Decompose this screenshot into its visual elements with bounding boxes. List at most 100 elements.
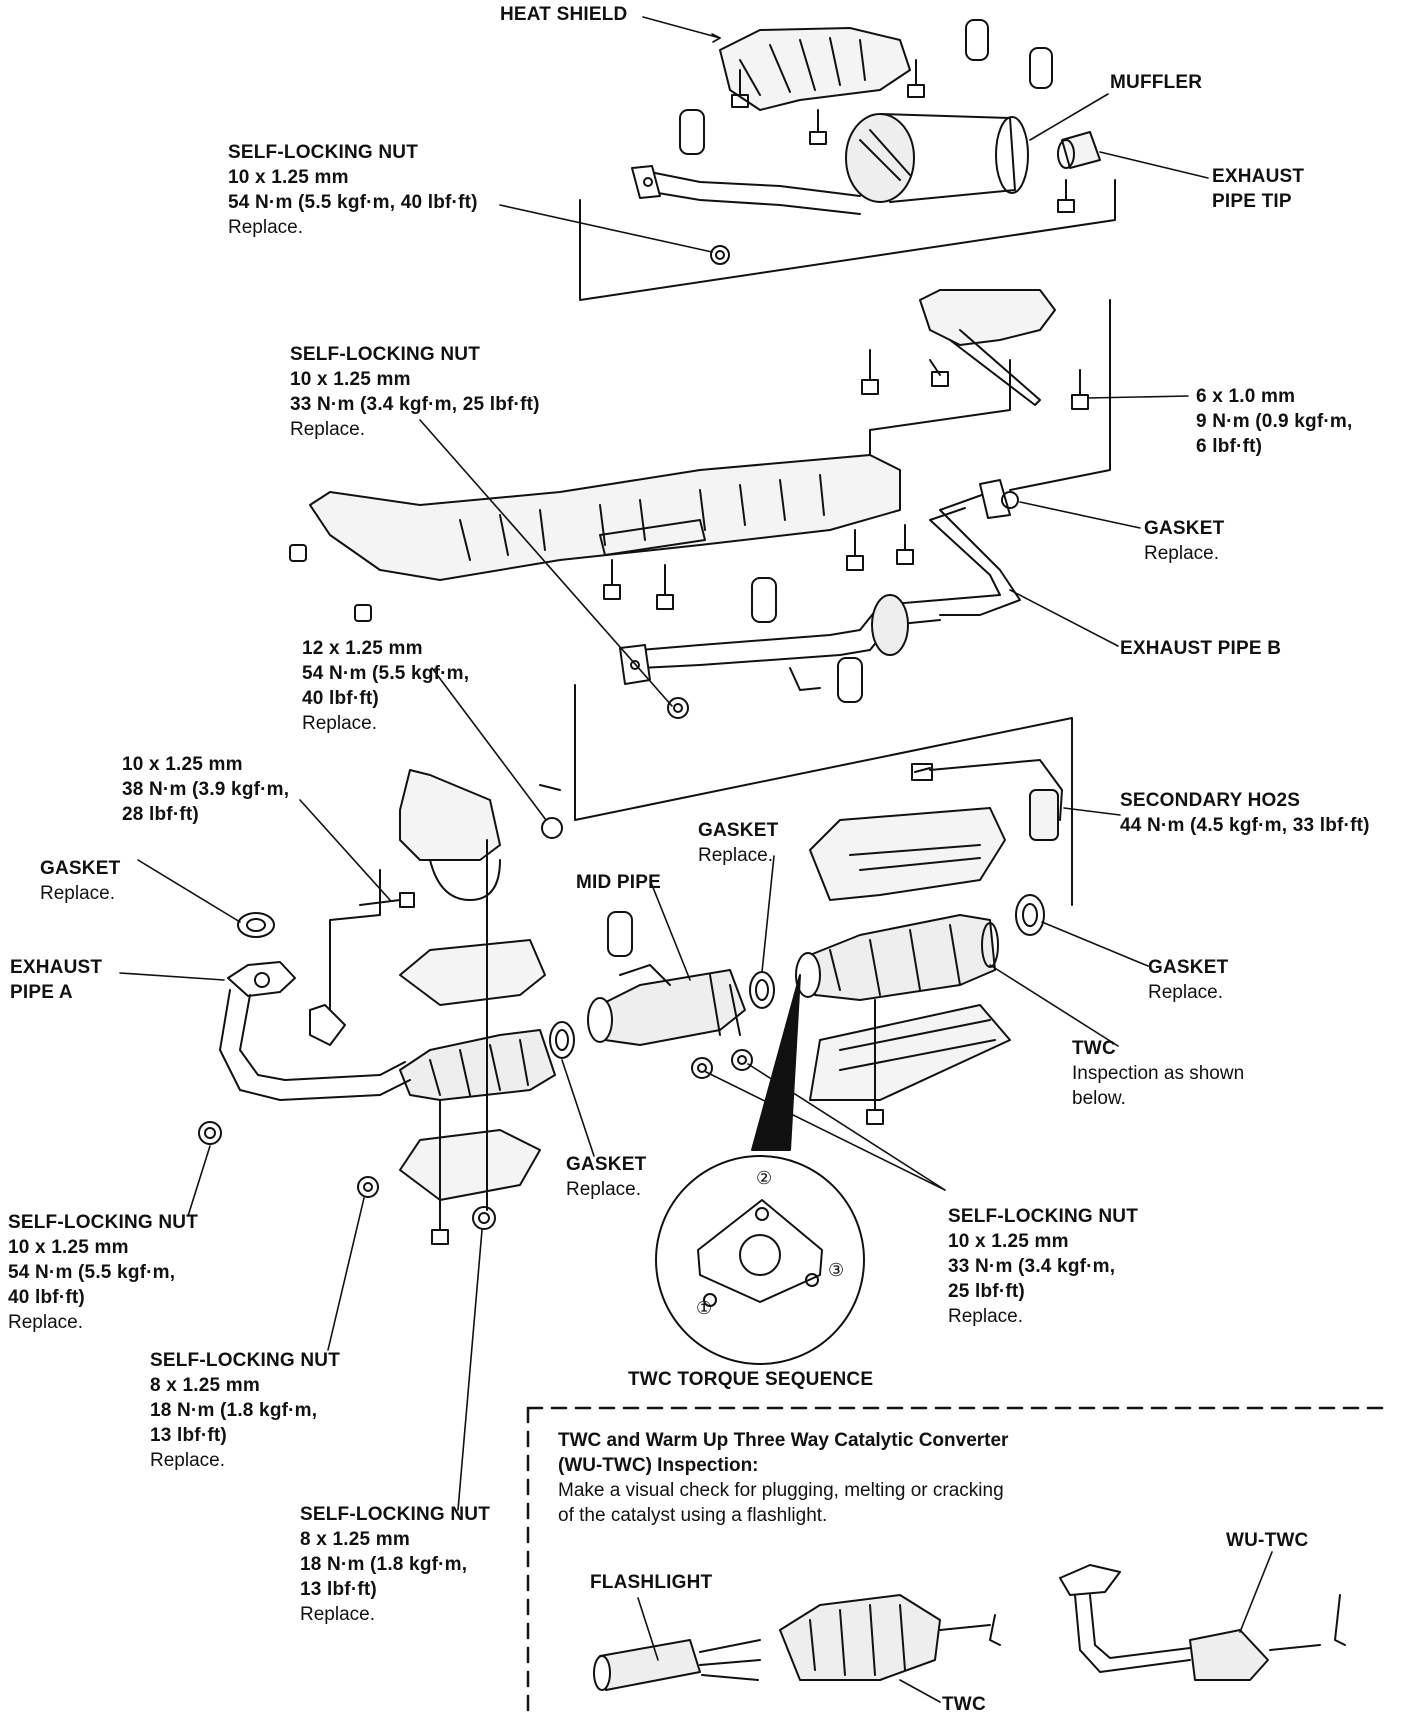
twc-note-line2: below. — [1072, 1088, 1126, 1109]
nut-8-a-size: 8 x 1.25 mm — [150, 1375, 260, 1396]
label-nut-lower-left: SELF-LOCKING NUT 10 x 1.25 mm 54 N·m (5.… — [8, 1210, 198, 1335]
nut-mid-size: 10 x 1.25 mm — [290, 369, 411, 390]
bolt-10-38-torque: 38 N·m (3.9 kgf·m, — [122, 779, 290, 800]
bracket-line-top — [579, 179, 1116, 301]
bolt-6x1-torque: 9 N·m (0.9 kgf·m, — [1196, 411, 1353, 432]
label-exhaust-pipe-a: EXHAUST PIPE A — [10, 955, 102, 1005]
nut-8-b-torque-lbf: 13 lbf·ft) — [300, 1579, 377, 1600]
secondary-ho2s — [911, 759, 1063, 841]
label-bolt-12: 12 x 1.25 mm 54 N·m (5.5 kgf·m, 40 lbf·f… — [302, 636, 469, 736]
mid-pipe — [587, 964, 746, 1046]
secondary-ho2s-torque: 44 N·m (4.5 kgf·m, 33 lbf·ft) — [1120, 815, 1370, 836]
bolt-6x1-torque-lbf: 6 lbf·ft) — [1196, 436, 1263, 457]
lower-twc-heat-shield — [809, 1004, 1011, 1101]
twc-note-line1: Inspection as shown — [1072, 1063, 1245, 1084]
label-gasket-mid: GASKET Replace. — [698, 818, 778, 868]
flashlight-illustration — [593, 1639, 761, 1691]
top-bolts — [710, 59, 1075, 265]
label-exhaust-pipe-b: EXHAUST PIPE B — [1120, 636, 1281, 661]
inspection-title-line2: (WU-TWC) Inspection: — [558, 1455, 759, 1476]
exhaust-pipe-a-line1: EXHAUST — [10, 957, 103, 978]
inspection-box-frame — [526, 1406, 1394, 1720]
label-secondary-ho2s: SECONDARY HO2S 44 N·m (4.5 kgf·m, 33 lbf… — [1120, 788, 1370, 838]
nut-8-b-title: SELF-LOCKING NUT — [300, 1504, 491, 1525]
inspection-body-line1: Make a visual check for plugging, meltin… — [558, 1480, 1004, 1501]
nut-top-size: 10 x 1.25 mm — [228, 167, 349, 188]
upper-twc-heat-shield — [809, 807, 1006, 901]
gasket-lower-note: Replace. — [566, 1179, 641, 1200]
gasket-b-title: GASKET — [1144, 518, 1225, 539]
sequence-number-3: ③ — [828, 1260, 845, 1280]
label-bolt-10-38: 10 x 1.25 mm 38 N·m (3.9 kgf·m, 28 lbf·f… — [122, 752, 289, 827]
inspection-body-line2: of the catalyst using a flashlight. — [558, 1505, 828, 1526]
main-shield-bolts — [289, 524, 914, 622]
bolt-12-size: 12 x 1.25 mm — [302, 638, 423, 659]
nut-8-a-torque-lbf: 13 lbf·ft) — [150, 1425, 227, 1446]
heat-shield-title: HEAT SHIELD — [500, 4, 628, 25]
muffler-inlet-pipe — [631, 165, 861, 215]
nut-lower-left-note: Replace. — [8, 1312, 83, 1333]
inspection-title-line1: TWC and Warm Up Three Way Catalytic Conv… — [558, 1430, 1009, 1451]
label-twc: TWC Inspection as shown below. — [1072, 1036, 1244, 1111]
torque-sequence-detail — [655, 974, 865, 1365]
label-exhaust-pipe-tip: EXHAUST PIPE TIP — [1212, 164, 1304, 214]
label-gasket-right: GASKET Replace. — [1148, 955, 1228, 1005]
exhaust-pipe-tip-line1: EXHAUST — [1212, 166, 1305, 187]
gasket-mid-title: GASKET — [698, 820, 779, 841]
bracket-bolts-lower — [357, 784, 563, 1245]
label-flashlight: FLASHLIGHT — [590, 1570, 712, 1595]
muffler-title: MUFFLER — [1110, 72, 1203, 93]
nut-lower-left-size: 10 x 1.25 mm — [8, 1237, 129, 1258]
gasket-right-title: GASKET — [1148, 957, 1229, 978]
bolt-12-torque: 54 N·m (5.5 kgf·m, — [302, 663, 470, 684]
gaskets-lower — [237, 894, 1045, 1059]
bracket-line-mid — [574, 684, 1073, 906]
nut-mid-torque: 33 N·m (3.4 kgf·m, 25 lbf·ft) — [290, 394, 540, 415]
bolt-10-38-torque-lbf: 28 lbf·ft) — [122, 804, 199, 825]
twc-bolt — [866, 999, 884, 1125]
hangers-mid — [751, 577, 863, 703]
nut-right-lower-note: Replace. — [948, 1306, 1023, 1327]
mid-pipe-hanger — [607, 911, 633, 957]
gasket-left-title: GASKET — [40, 858, 121, 879]
gasket-lower-title: GASKET — [566, 1154, 647, 1175]
main-heat-shield — [309, 454, 901, 581]
wu-twc — [399, 1029, 556, 1101]
inspection-leaders — [637, 1551, 1273, 1703]
gasket-right-note: Replace. — [1148, 982, 1223, 1003]
mid-nuts — [667, 697, 689, 719]
nut-top-torque: 54 N·m (5.5 kgf·m, 40 lbf·ft) — [228, 192, 478, 213]
nut-right-lower-size: 10 x 1.25 mm — [948, 1231, 1069, 1252]
label-nut-right-lower: SELF-LOCKING NUT 10 x 1.25 mm 33 N·m (3.… — [948, 1204, 1138, 1329]
bolt-12-torque-lbf: 40 lbf·ft) — [302, 688, 379, 709]
hanger-rubbers-top — [679, 19, 1053, 155]
nut-top-title: SELF-LOCKING NUT — [228, 142, 419, 163]
label-heat-shield: HEAT SHIELD — [500, 2, 627, 27]
exhaust-pipe-tip — [1057, 131, 1101, 169]
lower-nuts — [691, 1049, 753, 1079]
gasket-left-note: Replace. — [40, 883, 115, 904]
nut-8-b-size: 8 x 1.25 mm — [300, 1529, 410, 1550]
pipe-a-nut — [198, 1121, 222, 1145]
label-mid-pipe: MID PIPE — [576, 870, 661, 895]
wu-twc-inspection-illustration — [1059, 1564, 1346, 1681]
wu-twc-title: WU-TWC — [1226, 1530, 1309, 1551]
label-gasket-b: GASKET Replace. — [1144, 516, 1224, 566]
muffler — [845, 113, 1029, 203]
wu-twc-heat-shield-lower — [399, 1129, 541, 1201]
nut-8-a-note: Replace. — [150, 1450, 225, 1471]
gasket-b-note: Replace. — [1144, 543, 1219, 564]
bolt-10-38-size: 10 x 1.25 mm — [122, 754, 243, 775]
label-wu-twc: WU-TWC — [1226, 1528, 1308, 1553]
gasket-mid-note: Replace. — [698, 845, 773, 866]
secondary-ho2s-title: SECONDARY HO2S — [1120, 790, 1301, 811]
bolt-6x1-size: 6 x 1.0 mm — [1196, 386, 1296, 407]
wu-twc-bracket — [399, 769, 501, 901]
nut-8-a-title: SELF-LOCKING NUT — [150, 1350, 341, 1371]
sequence-number-1: ① — [696, 1298, 713, 1318]
label-gasket-left: GASKET Replace. — [40, 856, 120, 906]
nut-lower-left-title: SELF-LOCKING NUT — [8, 1212, 199, 1233]
nut-lower-left-torque: 54 N·m (5.5 kgf·m, — [8, 1262, 176, 1283]
inspection-box-text: TWC and Warm Up Three Way Catalytic Conv… — [558, 1428, 1008, 1528]
